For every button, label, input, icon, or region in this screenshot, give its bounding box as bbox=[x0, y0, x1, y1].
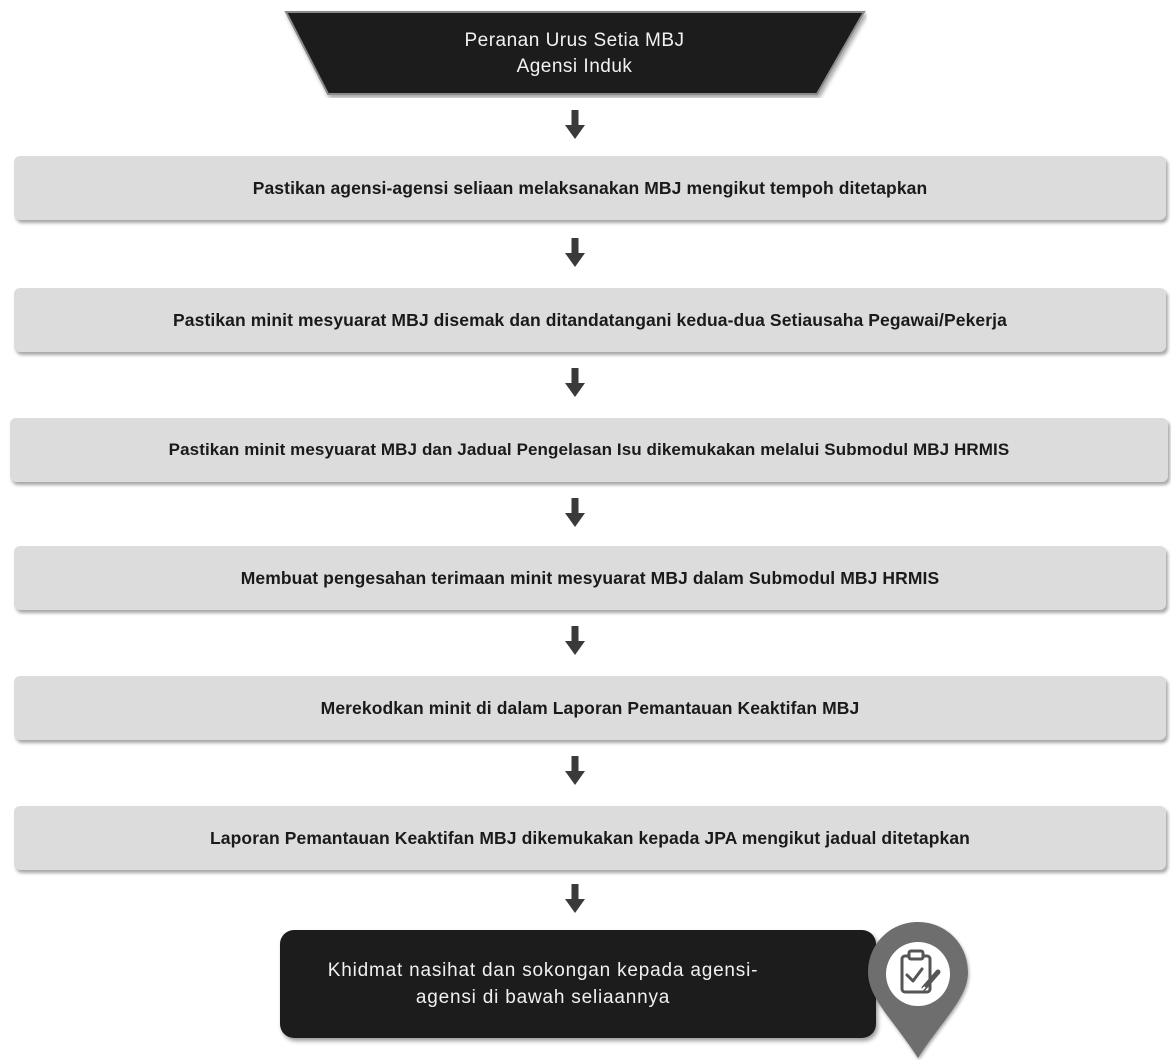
header-title: Peranan Urus Setia MBJ bbox=[464, 30, 685, 51]
final-step-box: Khidmat nasihat dan sokongan kepada agen… bbox=[280, 930, 876, 1038]
down-arrow-icon bbox=[565, 626, 585, 655]
step-6: Laporan Pemantauan Keaktifan MBJ dikemuk… bbox=[14, 806, 1166, 870]
step-3-text: Pastikan minit mesyuarat MBJ dan Jadual … bbox=[168, 440, 1010, 459]
final-step-line1: Khidmat nasihat dan sokongan kepada agen… bbox=[327, 960, 759, 981]
header-subtitle: Agensi Induk bbox=[516, 56, 633, 77]
step-6-text: Laporan Pemantauan Keaktifan MBJ dikemuk… bbox=[210, 827, 970, 848]
step-3: Pastikan minit mesyuarat MBJ dan Jadual … bbox=[10, 418, 1168, 482]
clipboard-check-pin-icon bbox=[868, 922, 968, 1058]
header-text: Peranan Urus Setia MBJ Agensi Induk bbox=[282, 10, 867, 98]
step-1: Pastikan agensi-agensi seliaan melaksana… bbox=[14, 156, 1166, 220]
step-4: Membuat pengesahan terimaan minit mesyua… bbox=[14, 546, 1166, 610]
final-step-line2: agensi di bawah seliaannya bbox=[415, 987, 671, 1008]
header-parallelogram bbox=[284, 11, 866, 95]
step-1-text: Pastikan agensi-agensi seliaan melaksana… bbox=[252, 177, 928, 198]
step-5: Merekodkan minit di dalam Laporan Pemant… bbox=[14, 676, 1166, 740]
down-arrow-icon bbox=[565, 884, 585, 913]
step-4-text: Membuat pengesahan terimaan minit mesyua… bbox=[240, 567, 940, 588]
step-5-text: Merekodkan minit di dalam Laporan Pemant… bbox=[320, 697, 860, 718]
down-arrow-icon bbox=[565, 238, 585, 267]
down-arrow-icon bbox=[565, 110, 585, 139]
down-arrow-icon bbox=[565, 498, 585, 527]
header-shape: Peranan Urus Setia MBJ Agensi Induk bbox=[282, 10, 867, 98]
step-2: Pastikan minit mesyuarat MBJ disemak dan… bbox=[14, 288, 1166, 352]
down-arrow-icon bbox=[565, 368, 585, 397]
step-2-text: Pastikan minit mesyuarat MBJ disemak dan… bbox=[173, 309, 1007, 330]
down-arrow-icon bbox=[565, 756, 585, 785]
